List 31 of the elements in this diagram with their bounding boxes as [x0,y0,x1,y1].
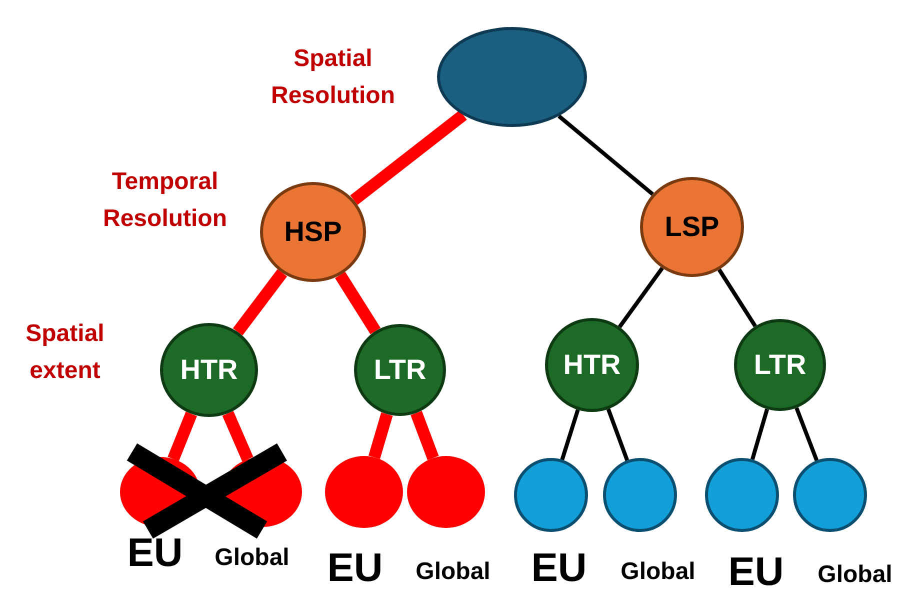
connector-line [335,272,381,334]
node-label: HTR [180,354,238,386]
node-label: HSP [284,216,342,248]
level-label: Spatial Resolution [270,44,396,112]
level-label: Temporal Resolution [102,167,228,234]
node-label: LSP [664,211,720,243]
connector-line [750,408,770,460]
connector-line [618,266,664,328]
connector-line [410,410,439,460]
connector-line [350,110,467,205]
node-caption: Global [416,560,490,584]
connector-line [168,412,197,462]
node-caption: EU [728,552,784,589]
connector-line [606,408,630,461]
node-caption: EU [127,533,183,573]
connector-line [718,268,757,328]
connector-line [794,407,819,462]
connector-line [558,114,654,196]
node-caption: EU [327,548,383,588]
connector-line [222,410,254,462]
node-caption: Global [620,560,696,584]
node-caption: Global [214,546,290,570]
connector-line [560,409,580,460]
node-caption: EU [531,548,587,588]
level-label: Spatial extent [24,319,106,386]
node-label: LTR [374,354,426,386]
node-label: HTR [563,349,621,381]
node-caption: Global [818,563,892,587]
connector-line [232,269,288,336]
node-label: LTR [754,349,806,381]
connector-line [368,412,393,459]
